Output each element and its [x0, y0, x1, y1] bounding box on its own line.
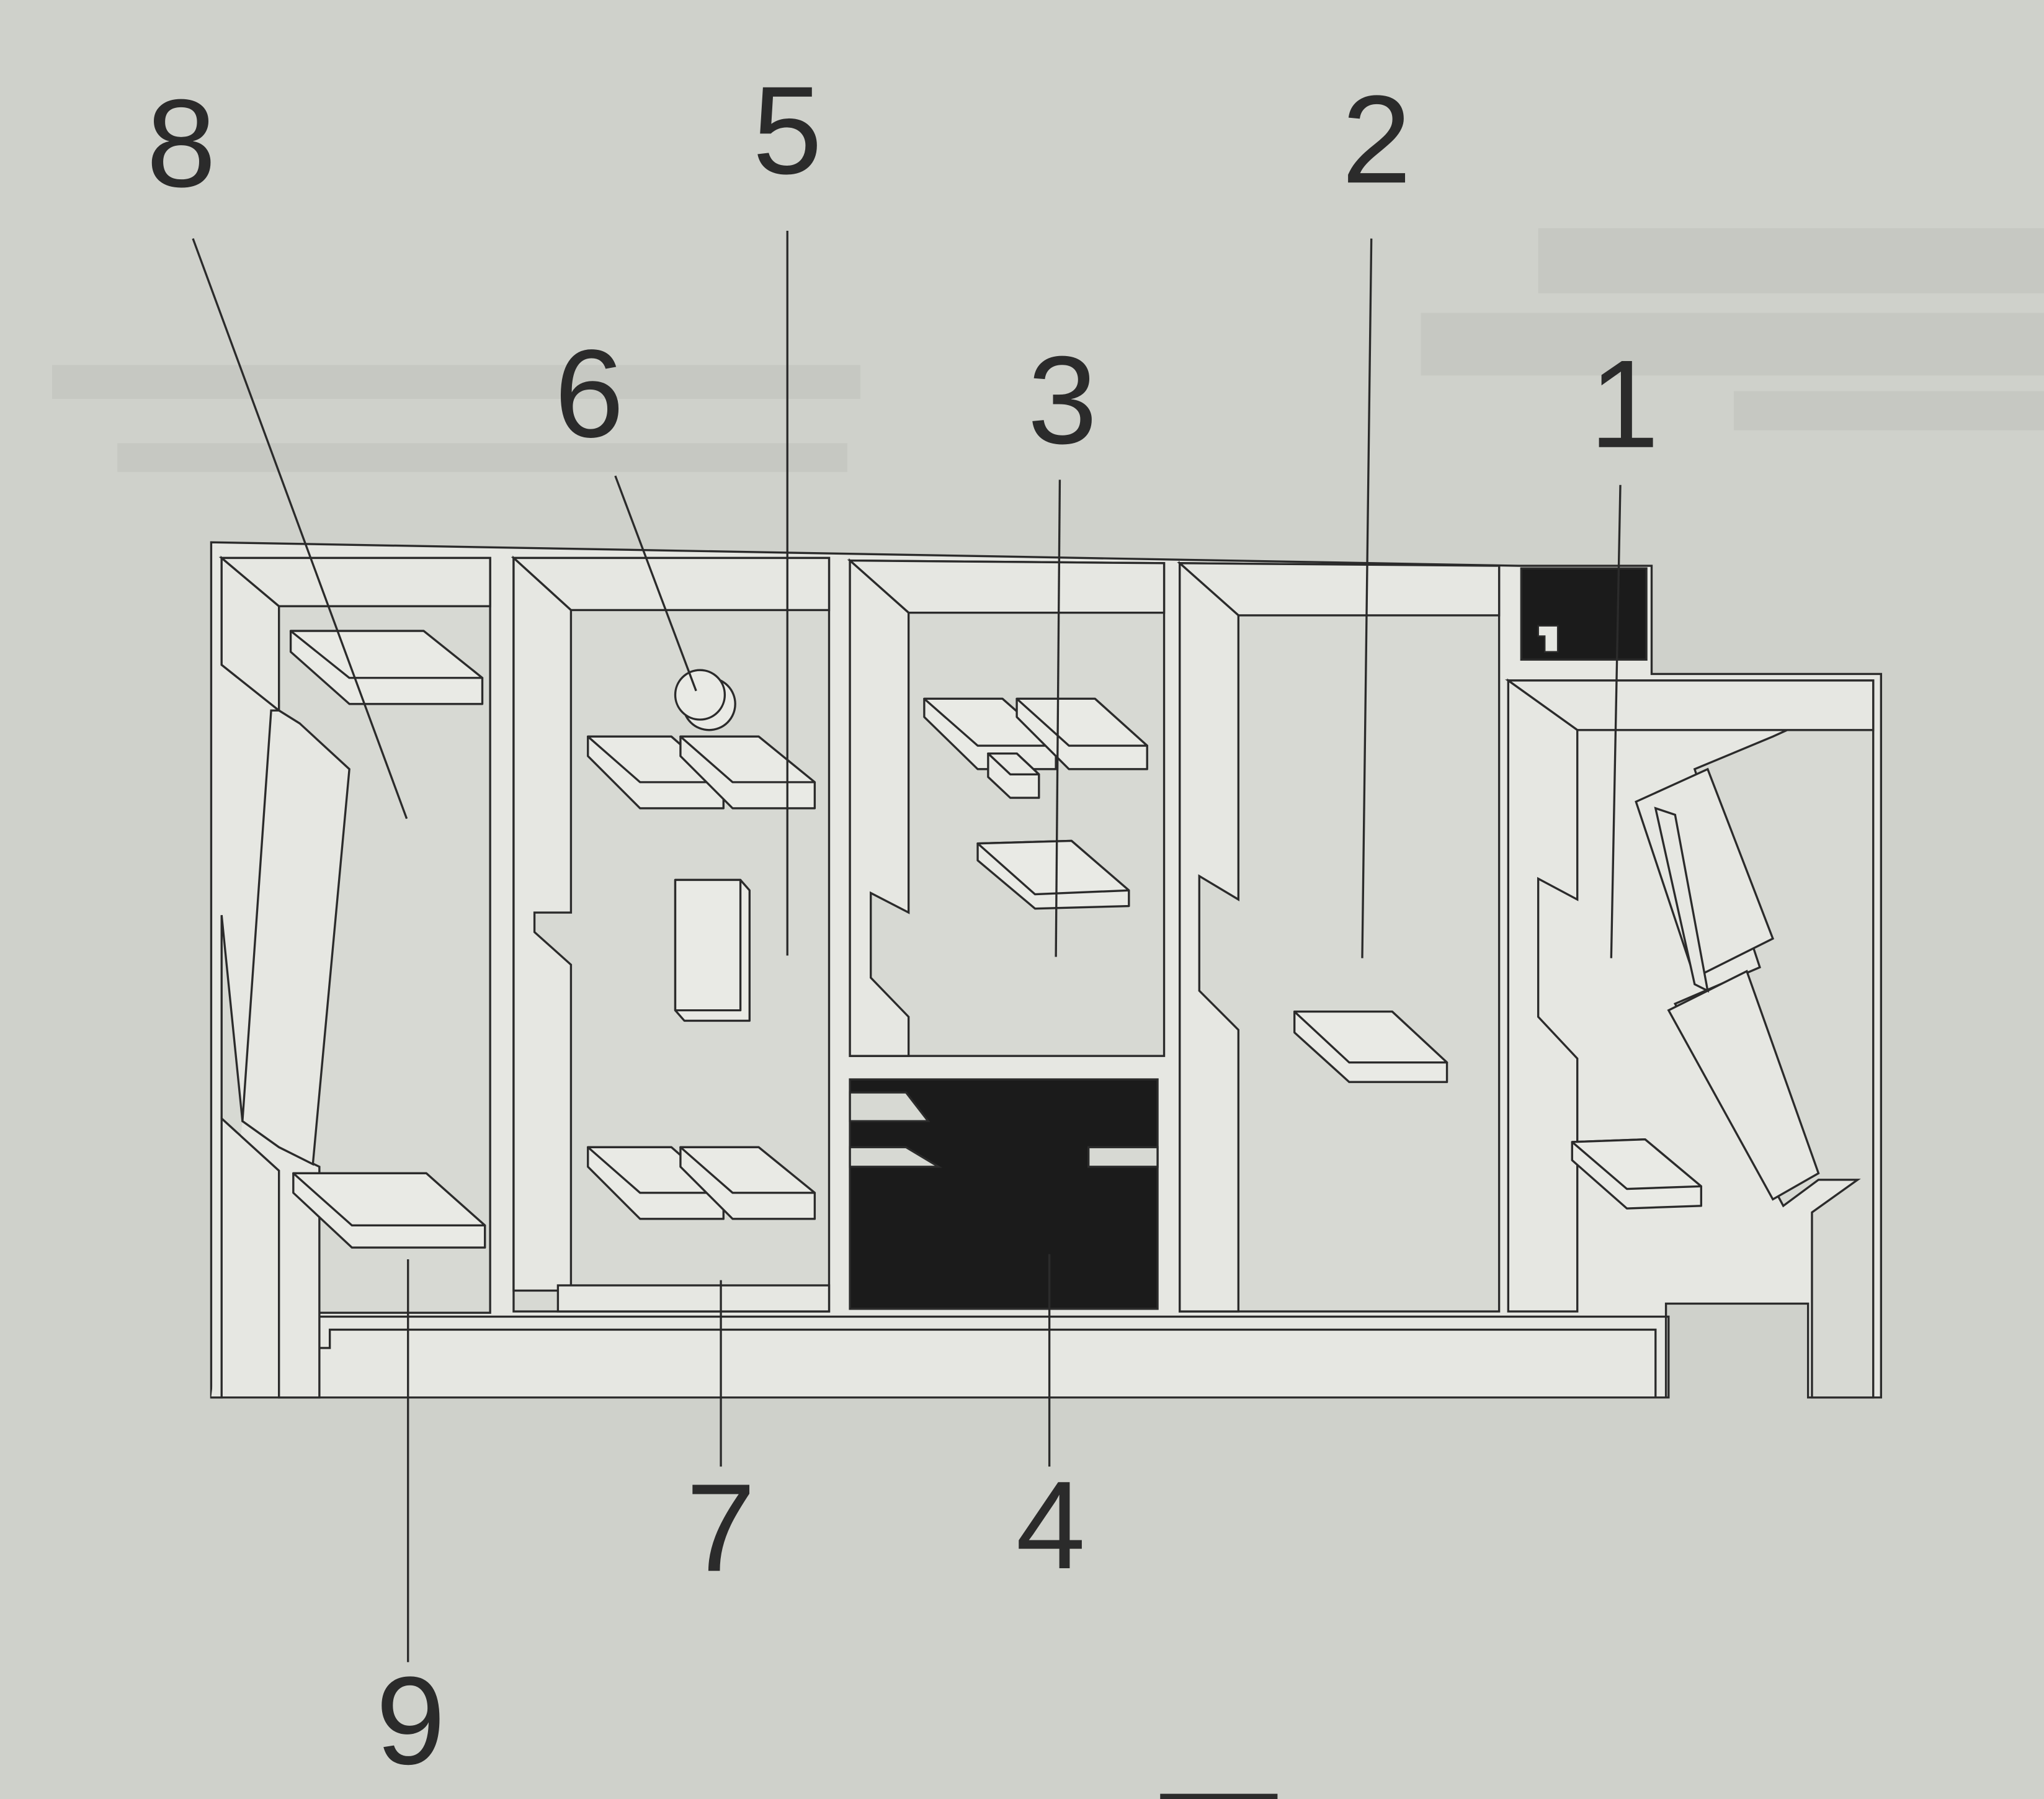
label-7: 7: [686, 1457, 756, 1597]
label-6: 6: [555, 323, 624, 463]
label-4: 4: [1016, 1455, 1086, 1595]
dark-block: [1520, 567, 1648, 661]
leader-lines: [192, 230, 1622, 1663]
wall-details: [211, 555, 1875, 1399]
callout-labels: 8 5 2 6 3 1 7 4 9: [146, 60, 1659, 1790]
dark-block-detail: [1537, 625, 1559, 653]
label-3: 3: [1028, 329, 1097, 470]
label-8: 8: [146, 73, 216, 213]
label-9: 9: [376, 1650, 445, 1790]
bleed-through-text: [52, 228, 2044, 472]
page-edge-mark: [1160, 1793, 1278, 1799]
label-5: 5: [752, 60, 822, 200]
label-2: 2: [1342, 69, 1411, 209]
furniture: [289, 630, 1703, 1249]
slanted-walls: [241, 709, 1820, 1201]
label-1: 1: [1589, 334, 1659, 474]
